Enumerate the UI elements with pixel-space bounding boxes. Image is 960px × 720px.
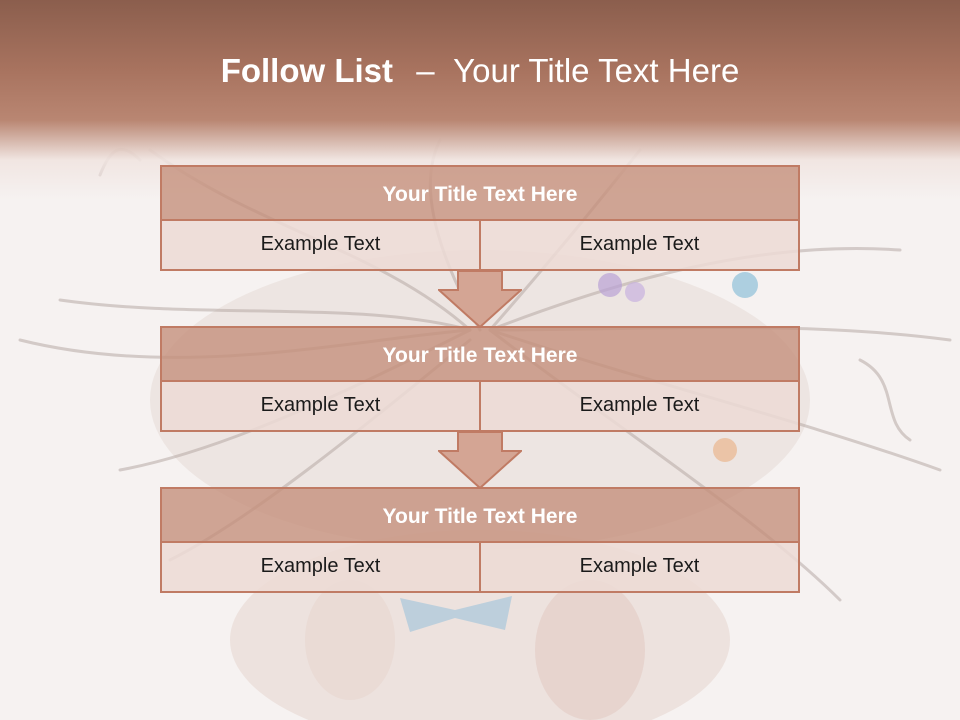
block-cell-right: Example Text — [481, 221, 800, 271]
block-cells: Example Text Example Text — [160, 543, 800, 593]
block-cells: Example Text Example Text — [160, 382, 800, 432]
title-rest: Your Title Text Here — [453, 52, 740, 89]
block-title: Your Title Text Here — [160, 326, 800, 382]
block-title: Your Title Text Here — [160, 165, 800, 221]
slide-title: Follow List – Your Title Text Here — [0, 52, 960, 90]
list-block-1: Your Title Text Here Example Text Exampl… — [160, 165, 800, 271]
block-cells: Example Text Example Text — [160, 221, 800, 271]
title-strong: Follow List — [220, 52, 394, 89]
title-dash: – — [416, 52, 435, 89]
down-arrow-icon — [438, 431, 522, 489]
block-title: Your Title Text Here — [160, 487, 800, 543]
block-cell-right: Example Text — [481, 543, 800, 593]
down-arrow-icon — [438, 270, 522, 328]
block-cell-right: Example Text — [481, 382, 800, 432]
block-cell-left: Example Text — [160, 221, 481, 271]
list-block-2: Your Title Text Here Example Text Exampl… — [160, 326, 800, 432]
list-block-3: Your Title Text Here Example Text Exampl… — [160, 487, 800, 593]
block-cell-left: Example Text — [160, 382, 481, 432]
block-cell-left: Example Text — [160, 543, 481, 593]
